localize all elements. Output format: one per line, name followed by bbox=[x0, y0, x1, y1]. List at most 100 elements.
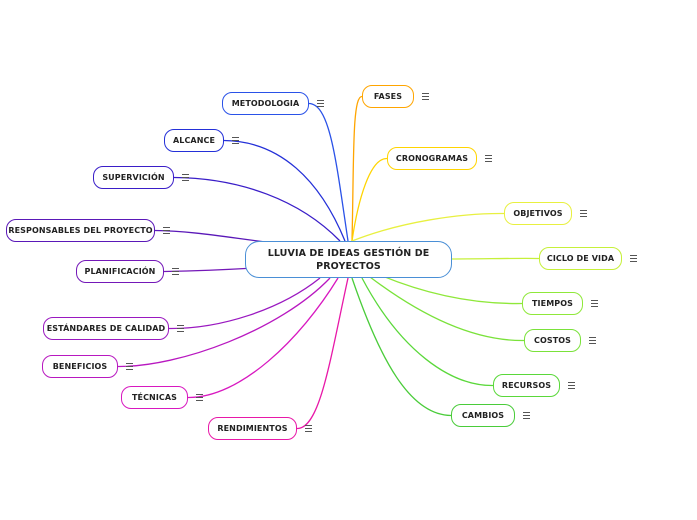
menu-icon[interactable] bbox=[177, 325, 185, 332]
menu-icon[interactable] bbox=[630, 255, 638, 262]
menu-icon-bar bbox=[589, 340, 596, 341]
menu-icon-bar bbox=[182, 180, 189, 181]
topic-tiempos[interactable]: TIEMPOS bbox=[522, 292, 583, 315]
menu-icon[interactable] bbox=[317, 100, 325, 107]
menu-icon[interactable] bbox=[163, 227, 171, 234]
menu-icon-bar bbox=[591, 306, 598, 307]
menu-icon-bar bbox=[196, 394, 203, 395]
menu-icon-bar bbox=[485, 161, 492, 162]
link-planificacion bbox=[163, 267, 256, 273]
menu-icon-bar bbox=[317, 103, 324, 104]
menu-icon[interactable] bbox=[580, 210, 588, 217]
menu-icon-bar bbox=[182, 177, 189, 178]
topic-objetivos[interactable]: OBJETIVOS bbox=[504, 202, 572, 225]
menu-icon-bar bbox=[317, 100, 324, 101]
link-tiempos bbox=[379, 274, 523, 305]
menu-icon[interactable] bbox=[485, 155, 493, 162]
menu-icon-bar bbox=[232, 137, 239, 138]
link-estandares-de-calidad bbox=[168, 277, 321, 330]
menu-icon-bar bbox=[172, 271, 179, 272]
topic-supervision[interactable]: SUPERVICIÓN bbox=[93, 166, 174, 189]
menu-icon[interactable] bbox=[568, 382, 576, 389]
menu-icon-bar bbox=[422, 99, 429, 100]
link-cronogramas bbox=[351, 157, 388, 242]
menu-icon-bar bbox=[305, 431, 312, 432]
menu-icon-bar bbox=[589, 337, 596, 338]
link-cambios bbox=[351, 277, 452, 417]
topic-responsables-del-proyecto[interactable]: RESPONSABLES DEL PROYECTO bbox=[6, 219, 155, 242]
menu-icon[interactable] bbox=[591, 300, 599, 307]
menu-icon-bar bbox=[523, 418, 530, 419]
topic-cronogramas[interactable]: CRONOGRAMAS bbox=[387, 147, 477, 170]
menu-icon-bar bbox=[163, 227, 170, 228]
menu-icon-bar bbox=[523, 412, 530, 413]
topic-beneficios[interactable]: BENEFICIOS bbox=[42, 355, 118, 378]
menu-icon-bar bbox=[317, 106, 324, 107]
menu-icon-bar bbox=[126, 363, 133, 364]
menu-icon-bar bbox=[163, 233, 170, 234]
topic-estandares-de-calidad[interactable]: ESTÁNDARES DE CALIDAD bbox=[43, 317, 169, 340]
topic-cambios[interactable]: CAMBIOS bbox=[451, 404, 515, 427]
menu-icon-bar bbox=[591, 300, 598, 301]
menu-icon-bar bbox=[523, 415, 530, 416]
topic-rendimientos[interactable]: RENDIMIENTOS bbox=[208, 417, 297, 440]
menu-icon-bar bbox=[305, 428, 312, 429]
menu-icon-bar bbox=[580, 213, 587, 214]
menu-icon-bar bbox=[589, 343, 596, 344]
menu-icon-bar bbox=[177, 328, 184, 329]
link-objetivos bbox=[351, 212, 505, 242]
menu-icon[interactable] bbox=[196, 394, 204, 401]
menu-icon-bar bbox=[580, 216, 587, 217]
topic-metodologia[interactable]: METODOLOGIA bbox=[222, 92, 309, 115]
menu-icon-bar bbox=[305, 425, 312, 426]
root-topic[interactable]: LLUVIA DE IDEAS GESTIÓN DE PROYECTOS bbox=[245, 241, 452, 278]
link-ciclo-de-vida bbox=[439, 257, 540, 260]
menu-icon-bar bbox=[630, 258, 637, 259]
link-rendimientos bbox=[296, 277, 349, 430]
menu-icon-bar bbox=[568, 388, 575, 389]
menu-icon[interactable] bbox=[172, 268, 180, 275]
menu-icon[interactable] bbox=[232, 137, 240, 144]
menu-icon-bar bbox=[580, 210, 587, 211]
menu-icon-bar bbox=[232, 143, 239, 144]
menu-icon-bar bbox=[126, 369, 133, 370]
menu-icon[interactable] bbox=[126, 363, 134, 370]
menu-icon-bar bbox=[568, 382, 575, 383]
menu-icon-bar bbox=[163, 230, 170, 231]
menu-icon-bar bbox=[182, 174, 189, 175]
menu-icon[interactable] bbox=[305, 425, 313, 432]
topic-alcance[interactable]: ALCANCE bbox=[164, 129, 224, 152]
menu-icon-bar bbox=[568, 385, 575, 386]
menu-icon[interactable] bbox=[182, 174, 190, 181]
menu-icon-bar bbox=[126, 366, 133, 367]
menu-icon-bar bbox=[177, 331, 184, 332]
link-fases bbox=[351, 95, 363, 242]
menu-icon[interactable] bbox=[422, 93, 430, 100]
menu-icon-bar bbox=[172, 274, 179, 275]
link-beneficios bbox=[117, 277, 331, 368]
menu-icon[interactable] bbox=[589, 337, 597, 344]
menu-icon-bar bbox=[630, 255, 637, 256]
topic-costos[interactable]: COSTOS bbox=[524, 329, 581, 352]
topic-tecnicas[interactable]: TÉCNICAS bbox=[121, 386, 188, 409]
menu-icon-bar bbox=[485, 158, 492, 159]
menu-icon[interactable] bbox=[523, 412, 531, 419]
topic-ciclo-de-vida[interactable]: CICLO DE VIDA bbox=[539, 247, 622, 270]
menu-icon-bar bbox=[422, 93, 429, 94]
topic-planificacion[interactable]: PLANIFICACIÓN bbox=[76, 260, 164, 283]
link-metodologia bbox=[308, 102, 349, 242]
menu-icon-bar bbox=[172, 268, 179, 269]
menu-icon-bar bbox=[232, 140, 239, 141]
menu-icon-bar bbox=[630, 261, 637, 262]
link-alcance bbox=[223, 139, 346, 242]
link-costos bbox=[369, 276, 525, 342]
menu-icon-bar bbox=[422, 96, 429, 97]
menu-icon-bar bbox=[196, 400, 203, 401]
link-supervision bbox=[173, 176, 341, 242]
topic-fases[interactable]: FASES bbox=[362, 85, 414, 108]
link-tecnicas bbox=[187, 277, 339, 399]
topic-recursos[interactable]: RECURSOS bbox=[493, 374, 560, 397]
menu-icon-bar bbox=[177, 325, 184, 326]
menu-icon-bar bbox=[196, 397, 203, 398]
